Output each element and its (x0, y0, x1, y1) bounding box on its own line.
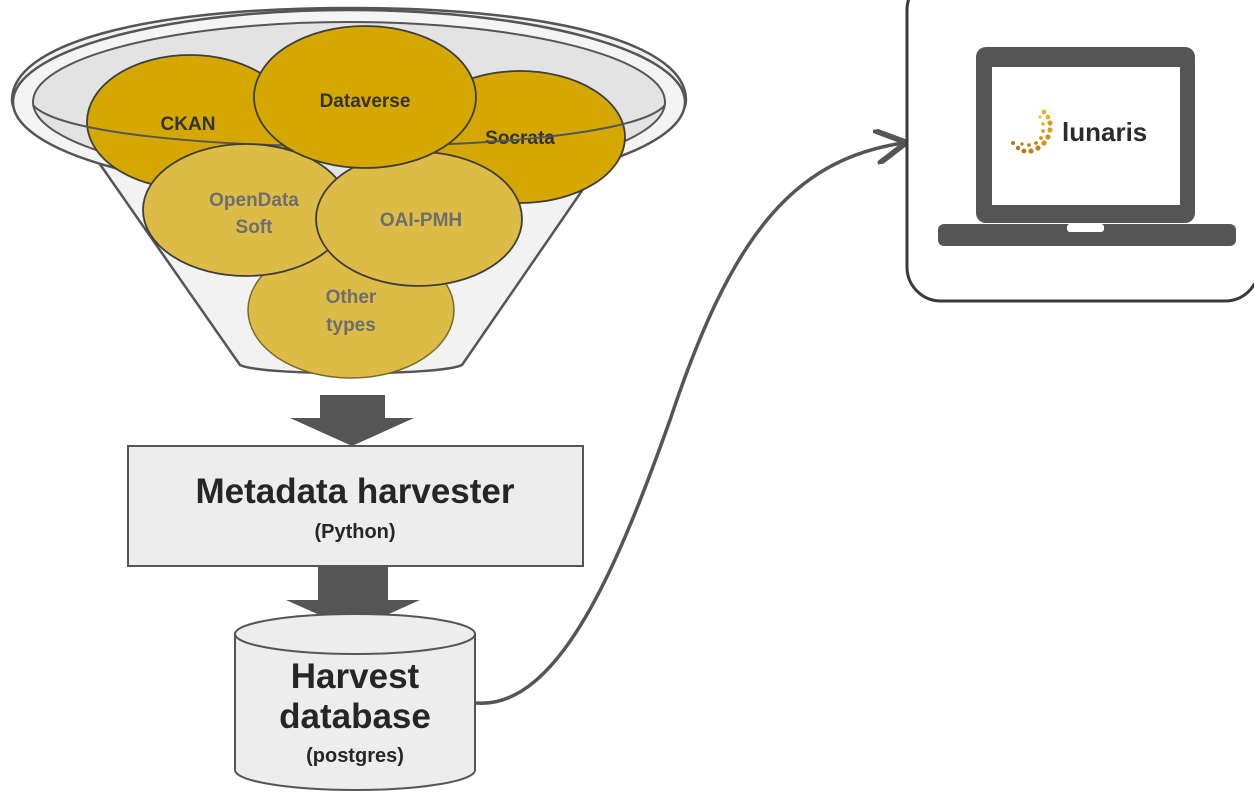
database-title-line-1: Harvest (291, 657, 420, 696)
lunaris-moon-icon (1011, 109, 1053, 154)
source-other-types-label-2: types (326, 315, 376, 336)
lunaris-logo: lunaris (1011, 109, 1147, 154)
arrow-database-to-lunaris (475, 143, 903, 705)
database-subtitle: (postgres) (306, 745, 404, 767)
harvester-box: Metadata harvester (Python) (127, 445, 584, 567)
source-ckan-label: CKAN (161, 114, 216, 135)
harvester-title: Metadata harvester (195, 472, 514, 511)
laptop-icon (938, 47, 1236, 246)
source-dataverse: Dataverse (253, 25, 477, 169)
arrow-funnel-to-harvester (290, 395, 414, 446)
source-oai-pmh-label: OAI-PMH (380, 210, 462, 231)
harvest-database: Harvest database (postgres) (234, 613, 476, 791)
database-title-line-2: database (279, 697, 431, 736)
source-other-types-label-1: Other (326, 287, 377, 308)
harvester-subtitle: (Python) (314, 521, 395, 543)
source-dataverse-label: Dataverse (320, 91, 411, 112)
lunaris-app-panel: lunaris (905, 0, 1254, 303)
source-opendatasoft-label-1: OpenData (209, 190, 299, 211)
source-opendatasoft-label-2: Soft (236, 217, 274, 238)
lunaris-logo-text: lunaris (1062, 117, 1147, 147)
source-oai-pmh: OAI-PMH (315, 151, 523, 287)
